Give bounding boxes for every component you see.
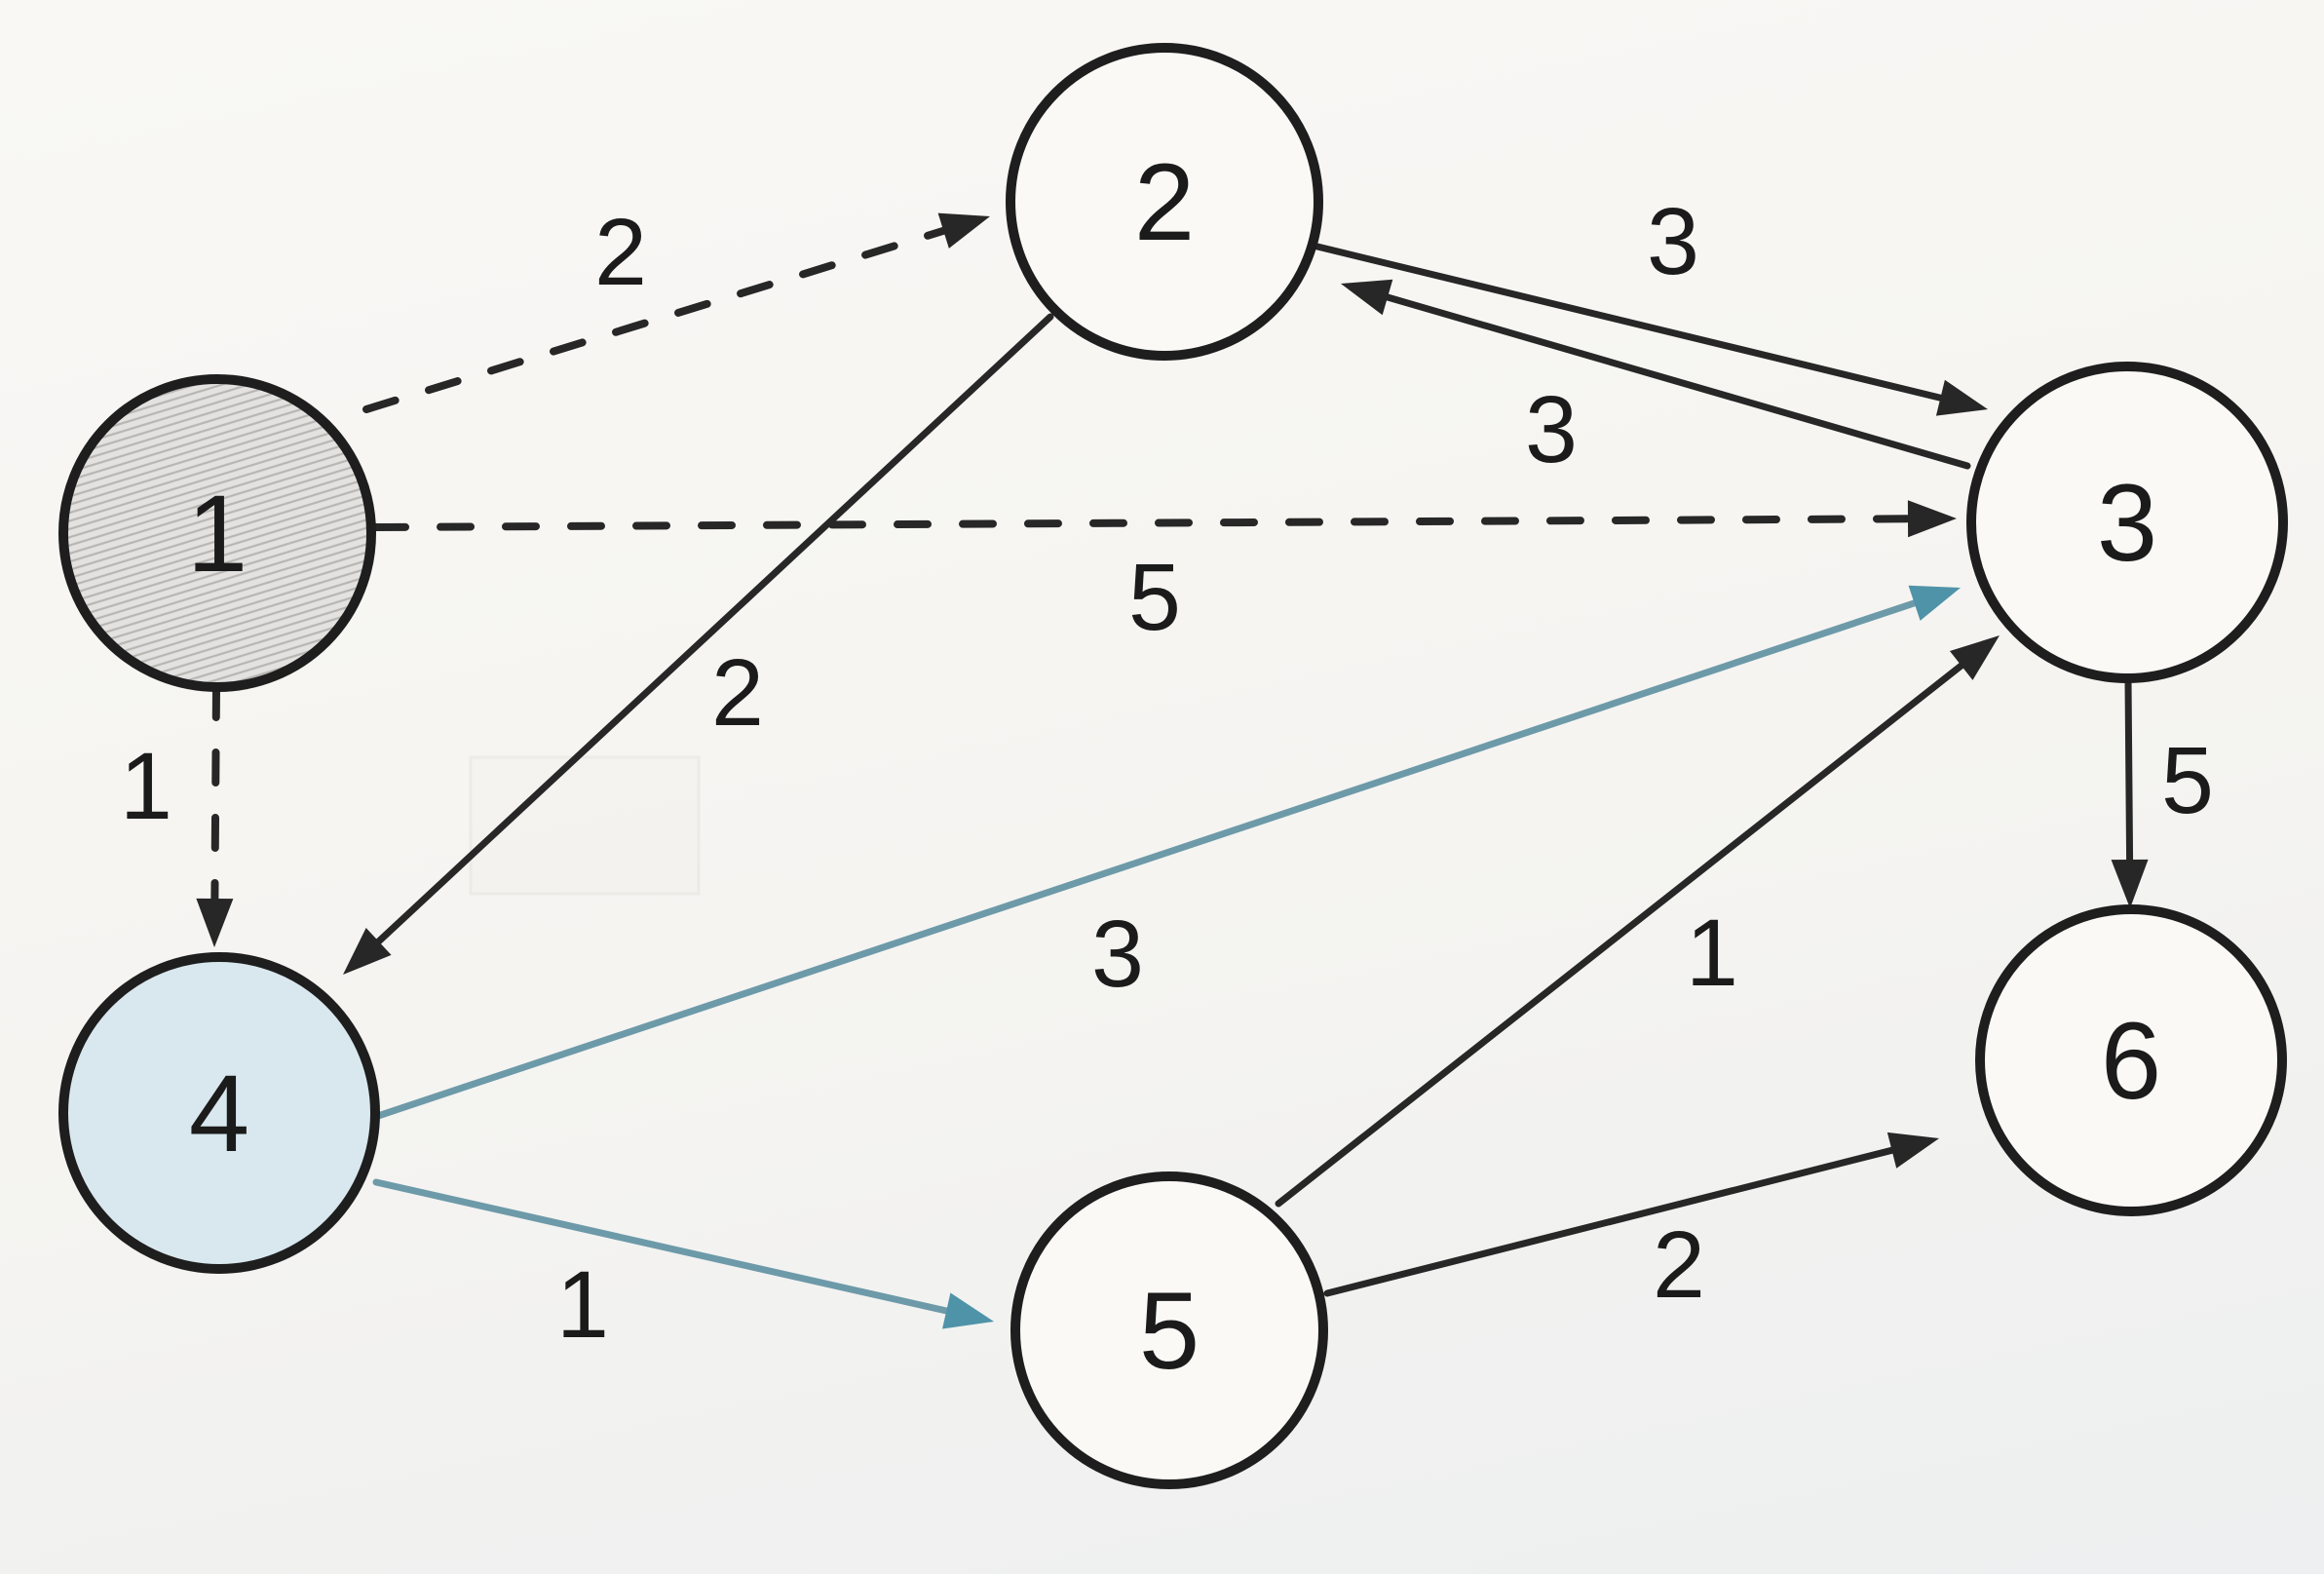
edge-2-3-line [1314, 243, 1952, 403]
edge-5-3-weight: 1 [1686, 900, 1738, 1006]
edge-1-3-weight: 5 [1128, 544, 1181, 650]
edge-2-4-weight: 2 [711, 639, 764, 746]
edge-1-2-line [362, 224, 955, 413]
node-2: 2 [1006, 43, 1323, 361]
edge-5-6-line [1323, 1144, 1903, 1297]
edge-3-2-line [1376, 291, 1971, 470]
node-5-circle [1010, 1171, 1328, 1489]
edge-2-4-line [369, 313, 1054, 950]
node-5-label: 5 [1139, 1270, 1200, 1392]
edge-1-4-line [210, 683, 220, 911]
edge-1-2-weight: 2 [594, 199, 647, 305]
edge-3-2 [1341, 279, 1971, 470]
node-5: 5 [1010, 1171, 1328, 1489]
edge-4-5-arrowhead-icon [942, 1292, 994, 1329]
edge-1-4-weight: 1 [120, 733, 172, 839]
edge-3-6-line [2124, 676, 2134, 871]
node-6-label: 6 [2101, 1000, 2161, 1122]
edge-4-3-arrowhead-icon [1908, 585, 1961, 621]
node-6: 6 [1975, 904, 2287, 1216]
edge-3-2-weight: 3 [1525, 376, 1578, 482]
node-4: 4 [58, 952, 380, 1274]
edges-layer [196, 212, 2149, 1329]
edge-4-3 [374, 585, 1961, 1120]
edge-4-5 [372, 1178, 994, 1329]
edge-3-6-arrowhead-icon [2111, 859, 2149, 908]
edge-4-3-weight: 3 [1091, 901, 1144, 1007]
edge-5-3 [1275, 635, 2000, 1208]
edge-4-5-line [372, 1178, 958, 1317]
edge-5-6-weight: 2 [1653, 1211, 1705, 1318]
node-1-label: 1 [187, 473, 248, 595]
edge-1-3 [371, 500, 1957, 538]
edge-2-3 [1314, 243, 1988, 416]
edge-5-3-line [1275, 657, 1971, 1208]
scan-artifact [469, 755, 701, 896]
node-4-label: 4 [189, 1053, 249, 1174]
edge-3-6-weight: 5 [2161, 727, 2214, 833]
edge-4-3-line [374, 596, 1925, 1120]
edge-2-4 [343, 313, 1054, 975]
node-1: 1 [58, 374, 376, 692]
node-3-label: 3 [2097, 462, 2157, 584]
node-3: 3 [1966, 362, 2288, 683]
edge-1-4-arrowhead-icon [196, 898, 234, 947]
edge-5-6 [1323, 1132, 1939, 1297]
edge-3-2-arrowhead-icon [1341, 279, 1393, 316]
edge-1-3-line [371, 515, 1921, 531]
edge-1-2 [362, 212, 990, 413]
edge-5-3-arrowhead-icon [1949, 635, 2000, 680]
edge-1-4 [196, 683, 234, 947]
node-4-circle [58, 952, 380, 1274]
edge-3-6 [2111, 676, 2149, 908]
edge-1-2-arrowhead-icon [937, 212, 990, 249]
node-6-circle [1975, 904, 2287, 1216]
edge-5-6-arrowhead-icon [1886, 1132, 1939, 1169]
node-2-label: 2 [1134, 141, 1195, 263]
node-3-circle [1966, 362, 2288, 683]
edge-4-5-weight: 1 [556, 1251, 609, 1358]
node-1-circle [58, 374, 376, 692]
nodes-layer: 1 2 3 4 5 6 [58, 43, 2288, 1489]
edge-2-4-arrowhead-icon [343, 928, 392, 975]
edge-2-3-weight: 3 [1647, 188, 1699, 294]
node-2-circle [1006, 43, 1323, 361]
edge-2-3-arrowhead-icon [1935, 379, 1988, 416]
edge-1-3-arrowhead-icon [1907, 500, 1957, 538]
